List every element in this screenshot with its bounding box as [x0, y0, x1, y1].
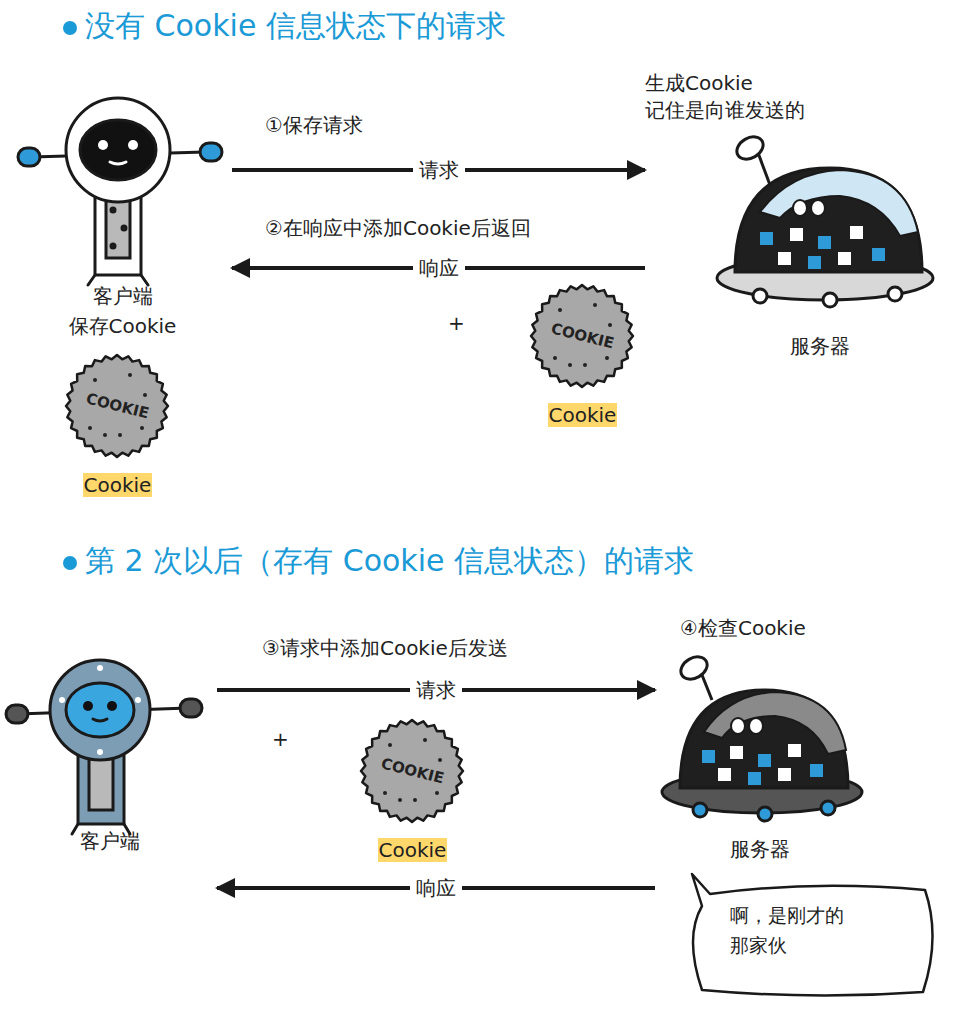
robot-node: ④检查Cookie 服务器 — [655, 615, 880, 875]
robot-node: 客户端保存Cookie — [15, 85, 232, 350]
node-text: 保存Cookie — [15, 313, 230, 340]
server-robot — [717, 132, 933, 307]
robot-node: 生成Cookie 记住是向谁发送的服务器 — [645, 70, 935, 365]
node-text: ④检查Cookie — [680, 615, 806, 642]
cookie-node: COOKIECookie — [60, 350, 178, 501]
cookie-crumb — [118, 433, 122, 437]
node-text: 客户端 — [5, 828, 215, 855]
edge-label: 请求 — [413, 157, 465, 183]
cookie-crumb — [608, 323, 612, 327]
step-label: ③请求中添加Cookie后发送 — [262, 635, 508, 661]
cookie-crumb — [593, 303, 597, 307]
cookie-crumb — [413, 798, 417, 802]
cookie-label-highlight: Cookie — [548, 403, 618, 427]
bullet-dot — [63, 21, 77, 35]
edge-label: 响应 — [410, 875, 462, 901]
cookie-crumb — [558, 308, 562, 312]
cookie-crumb — [605, 356, 609, 360]
cookie-crumb — [553, 356, 557, 360]
section-heading: 没有 Cookie 信息状态下的请求 — [85, 6, 506, 45]
section-heading: 第 2 次以后（存有 Cookie 信息状态）的请求 — [85, 541, 694, 580]
cookie-label: Cookie — [60, 472, 175, 499]
cookie-crumb — [93, 378, 97, 382]
cookie-node: COOKIECookie — [525, 280, 643, 440]
plus-sign: + — [448, 310, 465, 336]
cookie-crumb — [398, 798, 402, 802]
plus-sign: + — [272, 726, 289, 752]
step-label: ①保存请求 — [265, 112, 363, 138]
cookie-label: Cookie — [355, 837, 470, 864]
cookie-crumb — [583, 363, 587, 367]
server-robot — [662, 652, 862, 821]
cookie-node: COOKIECookie — [355, 715, 473, 870]
node-text: 服务器 — [715, 836, 805, 863]
cookie-crumb — [143, 393, 147, 397]
node-text: 服务器 — [775, 333, 865, 360]
node-text: 客户端 — [15, 283, 230, 310]
speech-bubble-node: 啊，是刚才的 那家伙 — [680, 872, 945, 1002]
node-text: 啊，是刚才的 那家伙 — [730, 900, 905, 961]
cookie-crumb — [383, 791, 387, 795]
client-robot — [18, 98, 222, 285]
cookie-label-highlight: Cookie — [83, 473, 153, 497]
node-text: 生成Cookie 记住是向谁发送的 — [645, 70, 860, 124]
cookie-crumb — [88, 426, 92, 430]
client-robot — [6, 660, 202, 834]
cookie-crumb — [423, 738, 427, 742]
cookie-crumb — [128, 373, 132, 377]
bullet-dot — [63, 556, 77, 570]
cookie-crumb — [438, 758, 442, 762]
cookie-label-highlight: Cookie — [378, 838, 448, 862]
cookie-crumb — [388, 743, 392, 747]
robot-node: 客户端 — [5, 635, 217, 890]
cookie-crumb — [140, 426, 144, 430]
bubble-outline — [692, 874, 933, 996]
edge-label: 响应 — [413, 255, 465, 281]
cookie-crumb — [103, 433, 107, 437]
speech-bubble — [680, 872, 945, 1002]
edge-label: 请求 — [410, 677, 462, 703]
cookie-crumb — [435, 791, 439, 795]
step-label: ②在响应中添加Cookie后返回 — [265, 215, 531, 241]
cookie-crumb — [568, 363, 572, 367]
cookie-label: Cookie — [525, 402, 640, 429]
